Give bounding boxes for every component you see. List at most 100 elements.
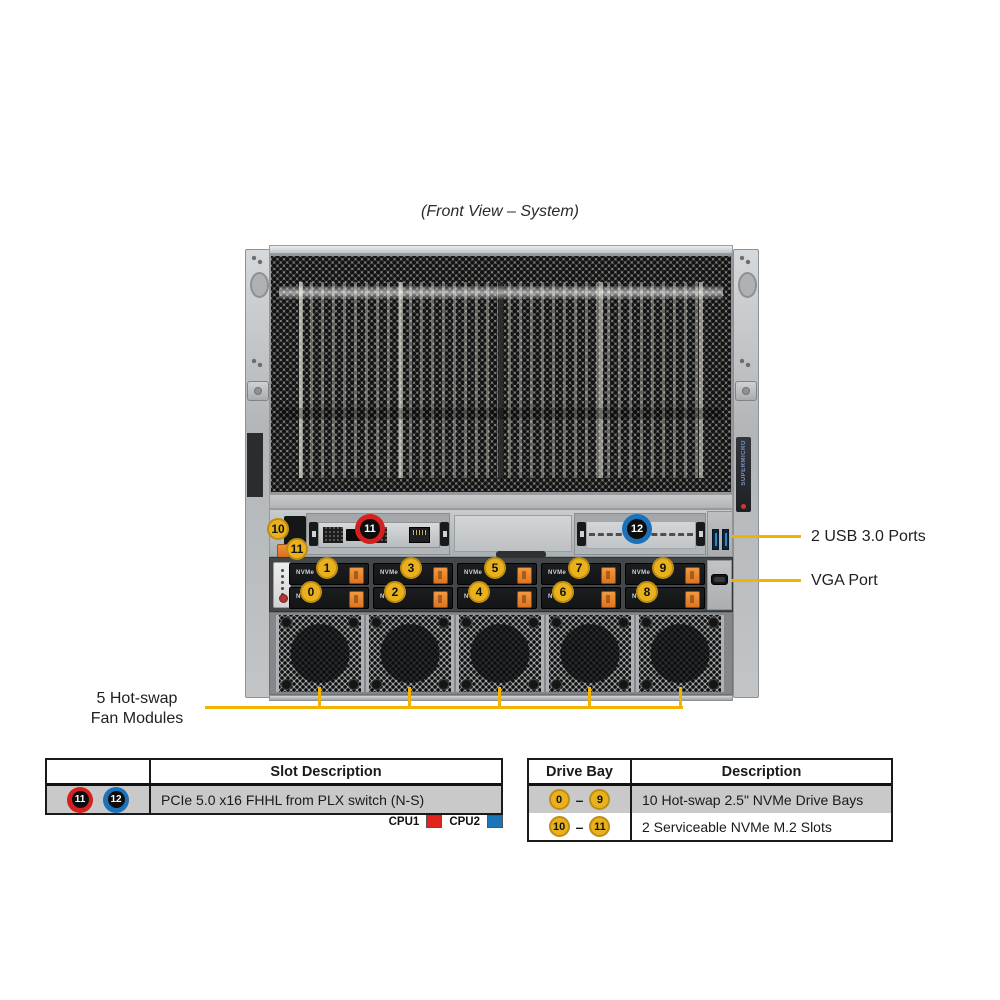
cpu1-label: CPU1 [388,815,420,828]
fan-module [456,615,544,692]
bay-number-badge: 1 [316,557,338,579]
usb-callout-line [731,535,801,538]
usb-panel [707,511,733,557]
rack-ear-right: SUPERMICRO [733,249,759,698]
card-pins [323,527,343,543]
fan-screw [618,617,629,628]
nvme-label: NVMe [380,570,399,576]
rj45-port [409,527,430,543]
nvme-drive: NVMe [625,563,705,585]
supermicro-logo-text: SUPERMICRO [740,440,747,486]
slot-table-badges: 11 12 [47,786,151,813]
cpu2-color-box [487,815,503,828]
fan-label-line1: 5 Hot-swap [96,690,178,707]
fan-screw [618,679,629,690]
drive-latch[interactable] [433,591,448,608]
usb3-port-2 [722,529,729,550]
io-row [269,509,733,558]
cpu1-color-box [426,815,443,828]
fan-callout-line [205,706,683,709]
fan-module [546,615,634,692]
range-dash: – [575,791,584,808]
drive-table: Drive Bay Description 0 – 9 10 Hot-swap … [527,758,893,842]
fan-screw [461,617,472,628]
fan-screw [438,617,449,628]
drive-badge-from: 10 [548,816,570,837]
slot-latch-left [309,522,318,546]
drive-badge-to: 9 [589,789,611,810]
drive-latch[interactable] [349,567,364,584]
ear-latch [247,381,269,401]
bay-number-badge: 0 [300,581,322,603]
nvme-label: NVMe [548,570,567,576]
pcie-slot-12 [574,513,706,555]
range-dash: – [575,818,584,835]
drive-badge-to: 11 [589,816,611,837]
pcie-slot-number: 11 [360,519,380,539]
ear-screw-holes [739,255,751,265]
blank-filler-panel [454,515,572,552]
nvme-label: NVMe [296,570,315,576]
bay-number-badge: 6 [552,581,574,603]
ear-latch [735,381,757,401]
slot-table: Slot Description 11 12 PCIe 5.0 x16 FHHL… [45,758,503,815]
slot-latch-right [440,522,449,546]
drive-badge-from: 0 [548,789,570,810]
rack-ear-left [245,249,271,698]
grille-shadow-band [279,408,723,419]
fan-callout-tick [588,687,591,709]
slot-badge-red: 11 [67,786,93,813]
drive-latch[interactable] [517,567,532,584]
supermicro-logo-badge: SUPERMICRO [736,437,751,512]
vga-callout-label: VGA Port [811,572,878,589]
drive-table-range-2: 10 – 11 [529,813,632,840]
ear-pull-tab [247,433,263,497]
drive-latch[interactable] [601,591,616,608]
control-panel [273,562,291,608]
slot-table-row: 11 12 PCIe 5.0 x16 FHHL from PLX switch … [47,786,501,813]
ear-oval-hole [738,272,757,298]
fan-screw [708,617,719,628]
vga-port [711,574,728,585]
drive-table-range-1: 0 – 9 [529,786,632,813]
bay-number-badge: 10 [267,518,289,540]
fan-screw [461,679,472,690]
bay-number-badge: 9 [652,557,674,579]
fan-screw [551,679,562,690]
fan-callout-tick [408,687,411,709]
pcie-slot-number: 12 [627,519,647,539]
fan-screw [438,679,449,690]
drive-latch[interactable] [685,591,700,608]
drive-latch[interactable] [433,567,448,584]
fan-screw [348,679,359,690]
slot-latch-right [696,522,705,546]
fan-screw [641,679,652,690]
usb-callout-label: 2 USB 3.0 Ports [811,528,926,545]
fan-module [276,615,364,692]
bay-number-badge: 5 [484,557,506,579]
logo-red-dot [741,504,746,509]
power-button[interactable] [279,594,288,603]
drive-latch[interactable] [601,567,616,584]
drive-table-row-2: 10 – 11 2 Serviceable NVMe M.2 Slots [529,813,891,840]
cpu-legend: CPU1 CPU2 [45,815,503,828]
drive-latch[interactable] [517,591,532,608]
drive-table-header-col2: Description [721,763,802,780]
chassis-bottom-bar [269,695,733,701]
nvme-label: NVMe [632,570,651,576]
fan-screw [551,617,562,628]
cpu2-label: CPU2 [449,815,480,828]
gpu-cards-behind-grille [299,282,703,478]
vga-panel [707,560,732,610]
bay-number-badge: 11 [286,538,308,560]
fan-screw [641,617,652,628]
drive-table-row-1: 0 – 9 10 Hot-swap 2.5" NVMe Drive Bays [529,786,891,813]
slot-table-header: Slot Description [47,760,501,786]
bay-number-badge: 2 [384,581,406,603]
drive-latch[interactable] [685,567,700,584]
page-title: (Front View – System) [421,203,579,220]
drive-latch[interactable] [349,591,364,608]
fan-screw [281,617,292,628]
gpu-grille-panel [269,254,733,494]
bay-number-badge: 4 [468,581,490,603]
